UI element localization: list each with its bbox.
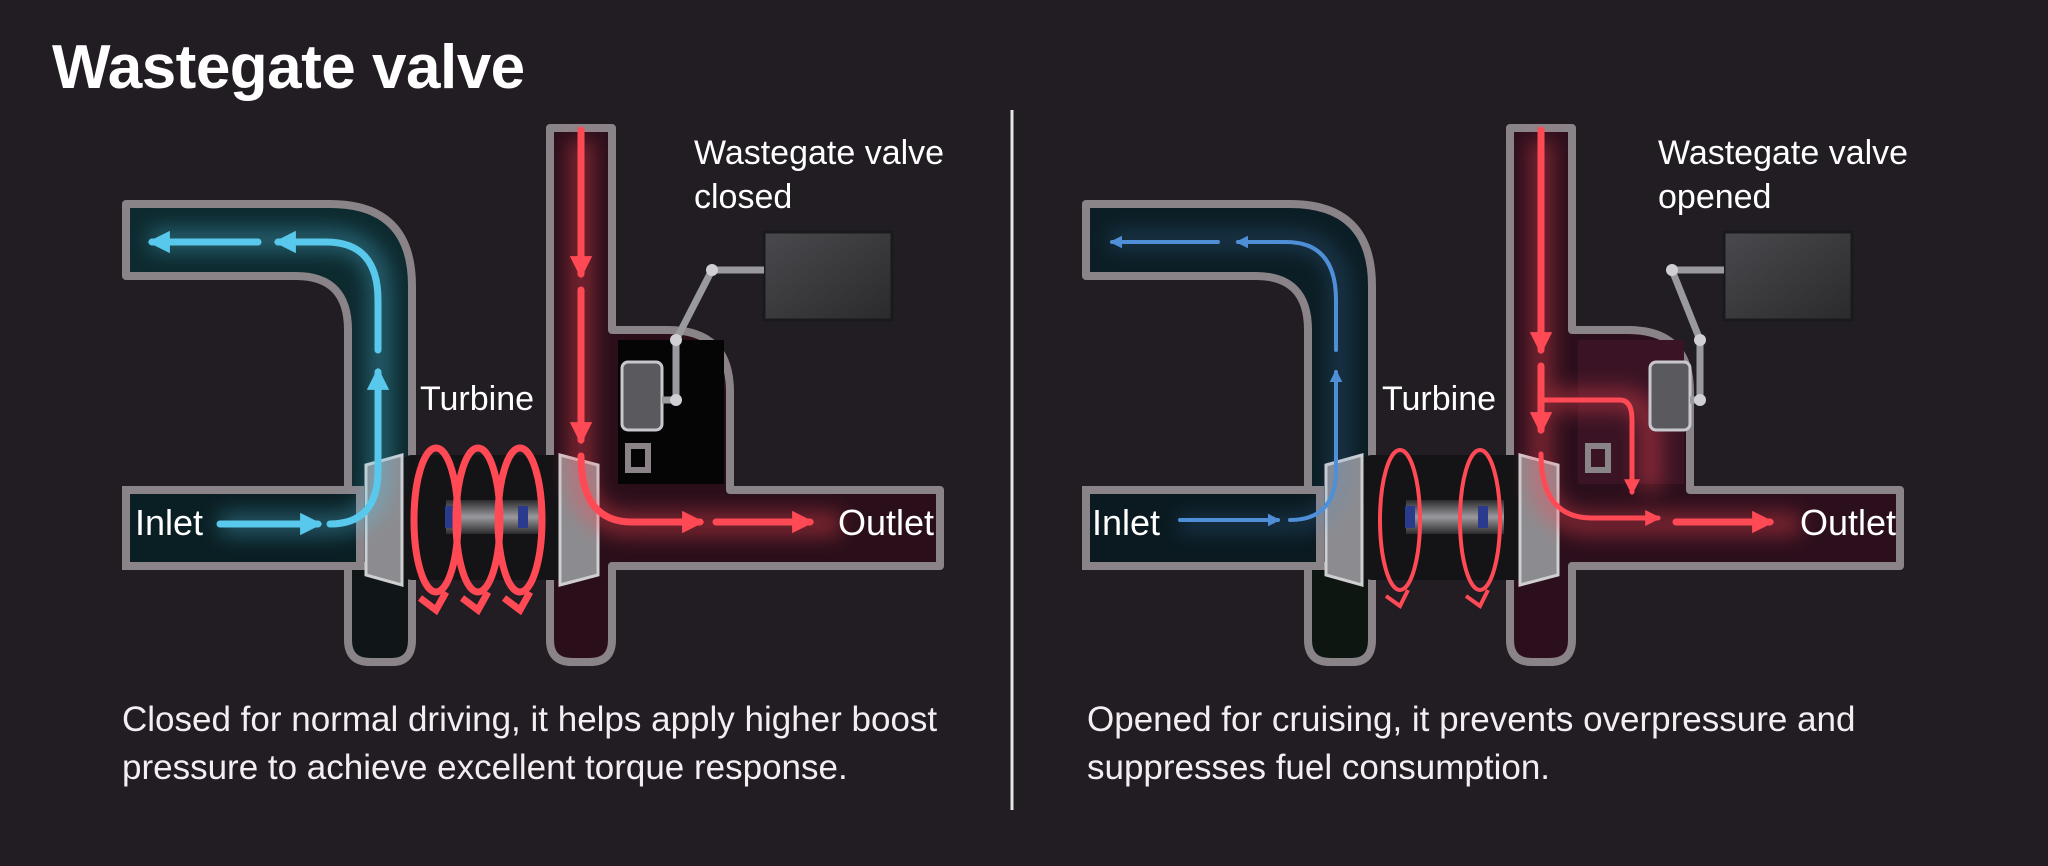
left-caption-line1: Closed for normal driving, it helps appl… — [122, 700, 938, 739]
left-inlet-label: Inlet — [135, 502, 203, 543]
right-turbine-spin-arrows — [1378, 448, 1502, 609]
left-caption: Closed for normal driving, it helps appl… — [122, 696, 1022, 792]
right-turbine-label: Turbine — [1382, 380, 1496, 418]
right-inlet-label: Inlet — [1092, 502, 1160, 543]
left-wastegate-actuator — [620, 230, 894, 432]
right-panel: Wastegate valve opened Turbine Inlet Out… — [1082, 124, 1908, 666]
right-outlet-label: Outlet — [1800, 502, 1896, 543]
left-panel: Wastegate valve closed Turbine Inlet Out… — [122, 124, 944, 666]
left-intake-pipe — [122, 200, 416, 570]
page-title: Wastegate valve — [52, 33, 525, 102]
left-wastegate-bypass-gap — [625, 443, 651, 473]
right-wastegate-bypass-gap — [1585, 443, 1611, 473]
right-valve-label-line2: opened — [1658, 178, 1771, 216]
right-caption: Opened for cruising, it prevents overpre… — [1087, 696, 1987, 792]
right-caption-line2: suppresses fuel consumption. — [1087, 748, 1551, 787]
left-valve-label-line2: closed — [694, 178, 792, 216]
right-compressor-sump — [1304, 562, 1376, 666]
left-outlet-label: Outlet — [838, 502, 934, 543]
left-turbine-spin-arrows — [410, 444, 546, 616]
left-intake-arrows — [147, 230, 390, 536]
right-intake-arrows — [1109, 235, 1343, 527]
left-caption-line2: pressure to achieve excellent torque res… — [122, 748, 848, 787]
right-exhaust-arrows — [1529, 126, 1775, 534]
left-turbine-label: Turbine — [420, 380, 534, 418]
left-compressor-sump — [344, 562, 416, 666]
right-intake-pipe — [1082, 200, 1376, 570]
right-valve-label-line1: Wastegate valve — [1658, 134, 1908, 172]
right-caption-line1: Opened for cruising, it prevents overpre… — [1087, 700, 1856, 739]
right-wastegate-actuator — [1648, 230, 1854, 432]
left-valve-label-line1: Wastegate valve — [694, 134, 944, 172]
left-exhaust-arrows — [569, 126, 815, 534]
